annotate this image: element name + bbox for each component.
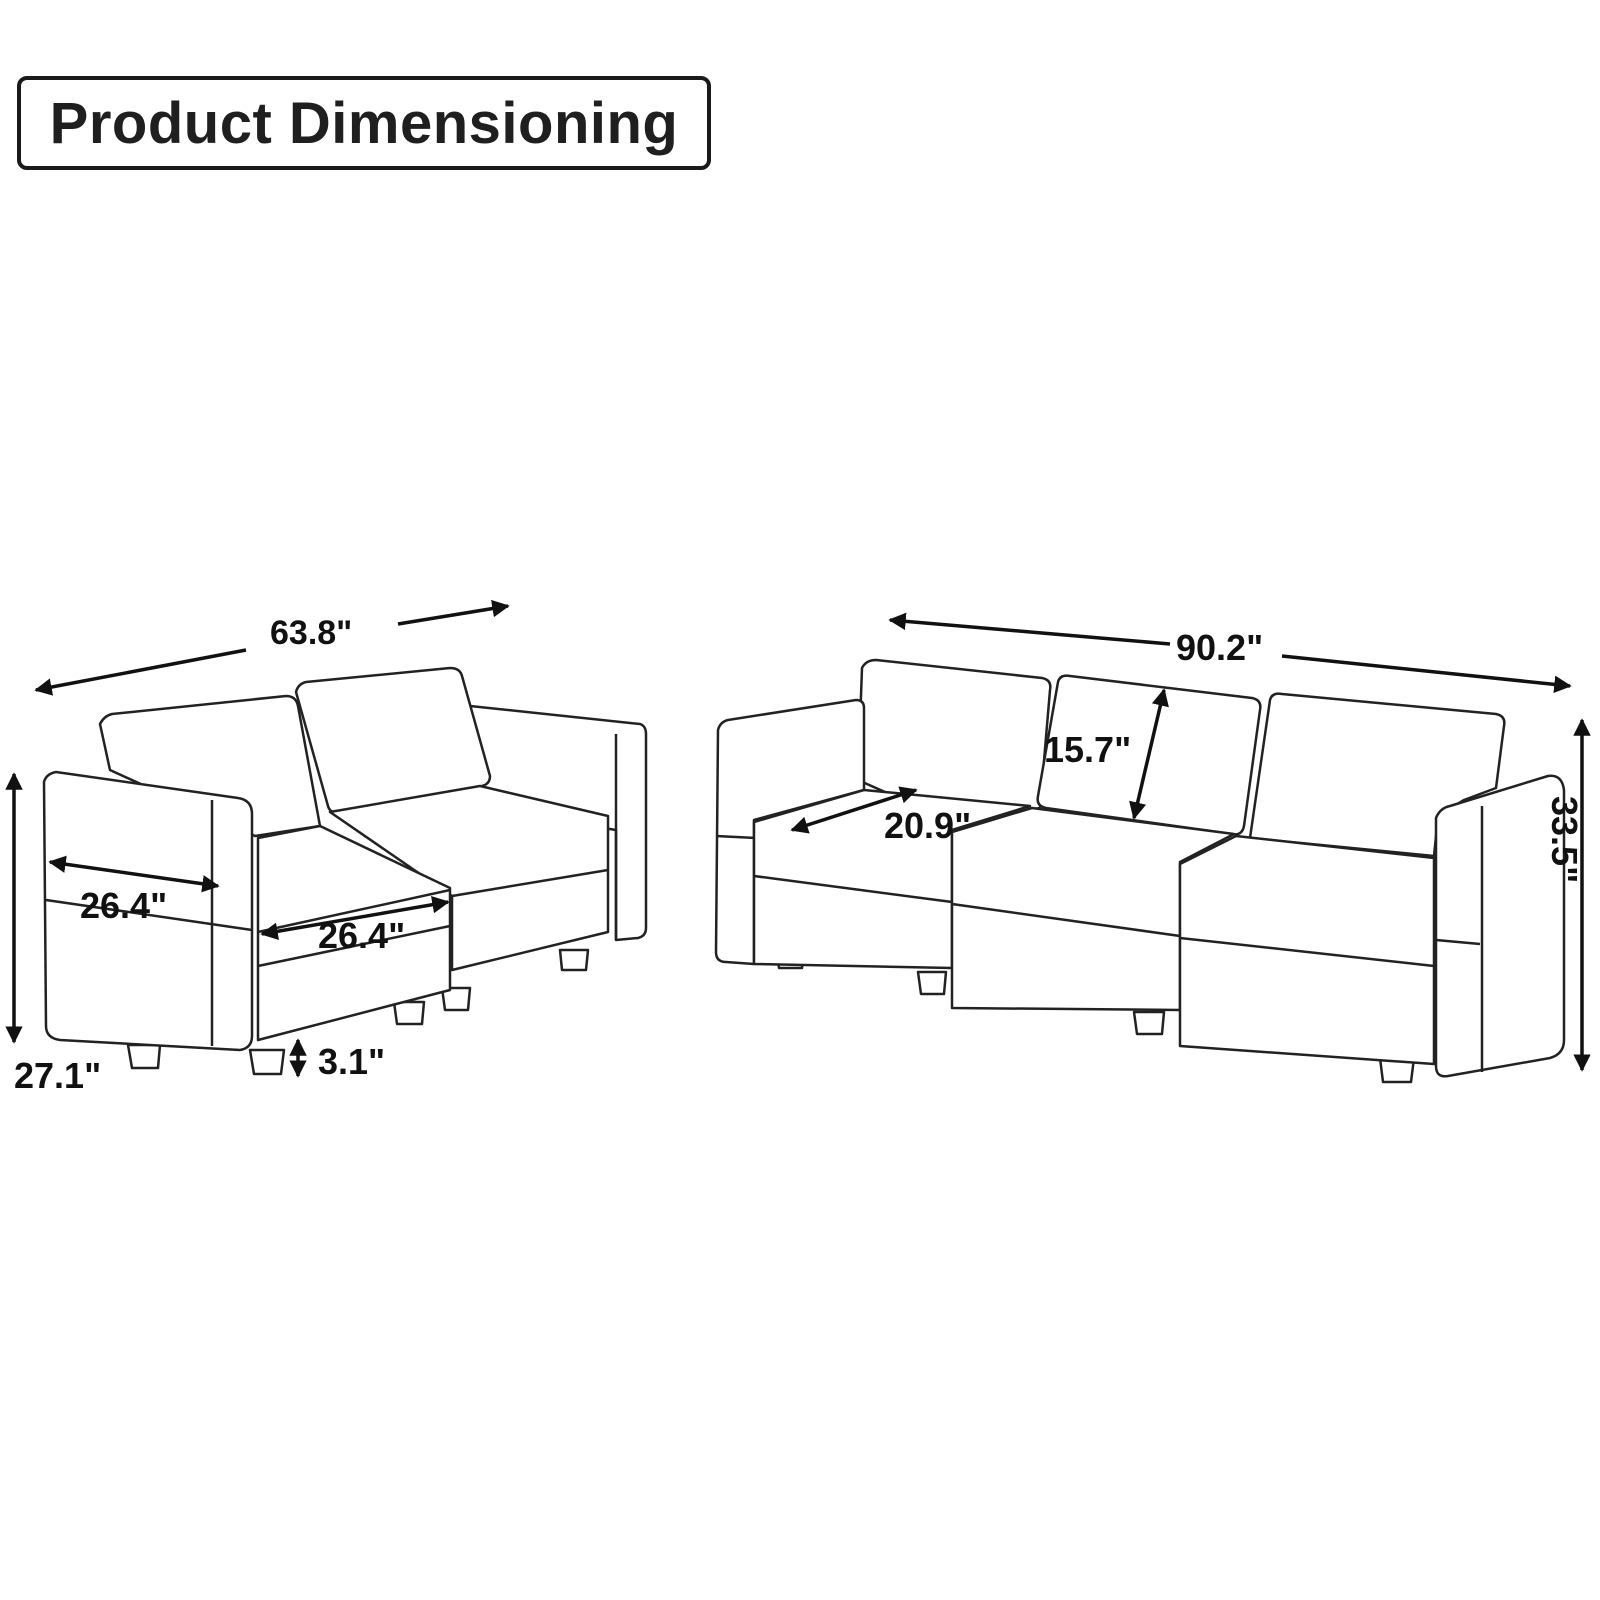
loveseat-legs bbox=[126, 948, 590, 1076]
loveseat-back-cushion-left bbox=[98, 694, 322, 838]
sofa-illustration bbox=[714, 658, 1566, 1084]
sofa-seat-middle bbox=[950, 806, 1236, 1012]
loveseat-right-arm bbox=[468, 704, 648, 942]
title-box: Product Dimensioning bbox=[17, 76, 711, 170]
loveseat-width-label: 63.8" bbox=[270, 614, 352, 652]
page-title: Product Dimensioning bbox=[49, 90, 679, 156]
loveseat-height-label: 27.1" bbox=[14, 1055, 101, 1096]
sofa-seat-right bbox=[1178, 834, 1436, 1066]
loveseat-dimension-lines bbox=[5, 599, 510, 1078]
sofa-dimension-lines bbox=[790, 612, 1591, 1072]
sofa-back-cushion-right bbox=[1248, 692, 1506, 858]
loveseat-left-arm bbox=[42, 770, 254, 1052]
sofa-right-arm bbox=[1434, 774, 1566, 1078]
sofa-back-cushion-left bbox=[856, 658, 1052, 824]
sofa-height-label: 33.5" bbox=[1544, 796, 1585, 883]
sofa-seat-depth-label: 20.9" bbox=[884, 805, 971, 846]
loveseat-arm-depth-label: 26.4" bbox=[80, 885, 167, 926]
sofa-back-height-label: 15.7" bbox=[1044, 729, 1131, 770]
sofa-width-label: 90.2" bbox=[1176, 627, 1263, 668]
loveseat-leg-height-label: 3.1" bbox=[318, 1041, 385, 1082]
loveseat-seat-width-label: 26.4" bbox=[318, 915, 405, 956]
loveseat-illustration bbox=[42, 666, 648, 1076]
